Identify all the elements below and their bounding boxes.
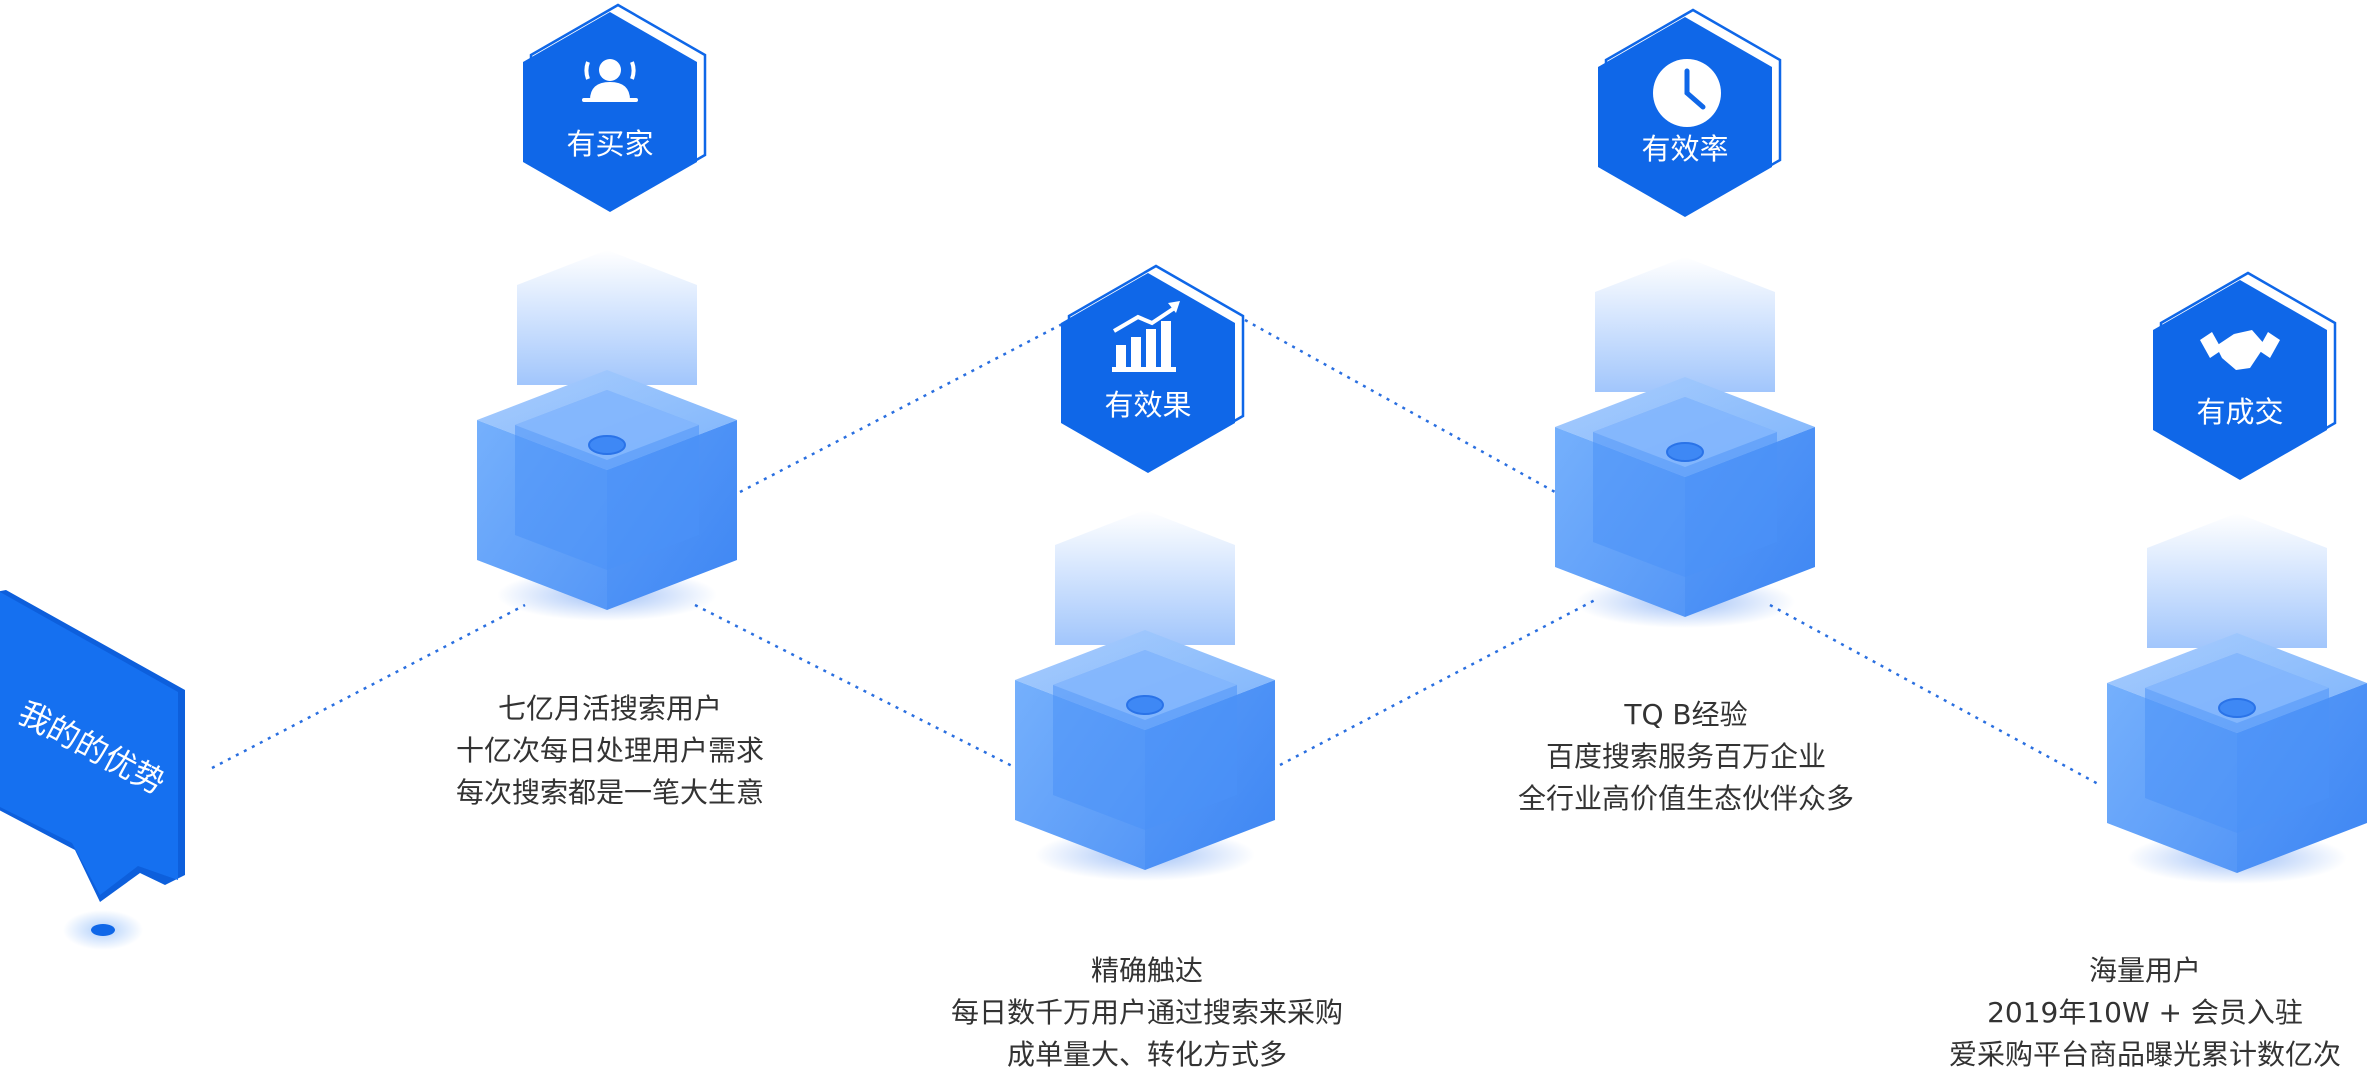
description-efficiency: TQ B经验 百度搜索服务百万企业 全行业高价值生态伙伴众多 <box>1386 694 1986 820</box>
badge-title: 有买家 <box>566 127 653 161</box>
clock-icon <box>1653 59 1721 127</box>
description-line: 七亿月活搜索用户 <box>497 692 722 725</box>
badge-deals: 有成交 <box>2151 271 2337 482</box>
cube-buyers <box>476 249 738 622</box>
growth-chart-icon <box>1112 301 1180 372</box>
badge-efficiency: 有效率 <box>1596 8 1782 219</box>
description-line: 百度搜索服务百万企业 <box>1545 740 1826 773</box>
description-line: TQ B经验 <box>1624 698 1748 731</box>
description-buyers: 七亿月活搜索用户 十亿次每日处理用户需求 每次搜索都是一笔大生意 <box>310 688 910 814</box>
description-line: 爱采购平台商品曝光累计数亿次 <box>1948 1038 2341 1071</box>
description-deals: 海量用户 2019年10W + 会员入驻 爱采购平台商品曝光累计数亿次 <box>1845 950 2372 1076</box>
intro-bubble: 我的的优势 <box>0 590 185 950</box>
description-line: 海量用户 <box>2088 954 2201 987</box>
cube-efficiency <box>1554 256 1816 629</box>
badge-results: 有效果 <box>1059 264 1245 475</box>
description-line: 每日数千万用户通过搜索来采购 <box>950 996 1343 1029</box>
cube-results <box>1014 509 1276 882</box>
connector-lines <box>211 318 2101 787</box>
description-line: 每次搜索都是一笔大生意 <box>455 776 764 809</box>
badge-title: 有成交 <box>2196 395 2283 429</box>
description-results: 精确触达 每日数千万用户通过搜索来采购 成单量大、转化方式多 <box>847 950 1447 1076</box>
description-line: 十亿次每日处理用户需求 <box>455 734 764 767</box>
badge-buyers: 有买家 <box>521 3 707 214</box>
description-line: 全行业高价值生态伙伴众多 <box>1517 782 1854 815</box>
user-icon <box>582 59 638 102</box>
badge-title: 有效果 <box>1104 388 1191 422</box>
description-line: 2019年10W + 会员入驻 <box>1987 996 2303 1029</box>
cube-deals <box>2106 512 2368 885</box>
description-line: 成单量大、转化方式多 <box>1006 1038 1287 1071</box>
badge-title: 有效率 <box>1641 132 1728 166</box>
description-line: 精确触达 <box>1090 954 1203 987</box>
handshake-icon <box>2200 330 2280 370</box>
